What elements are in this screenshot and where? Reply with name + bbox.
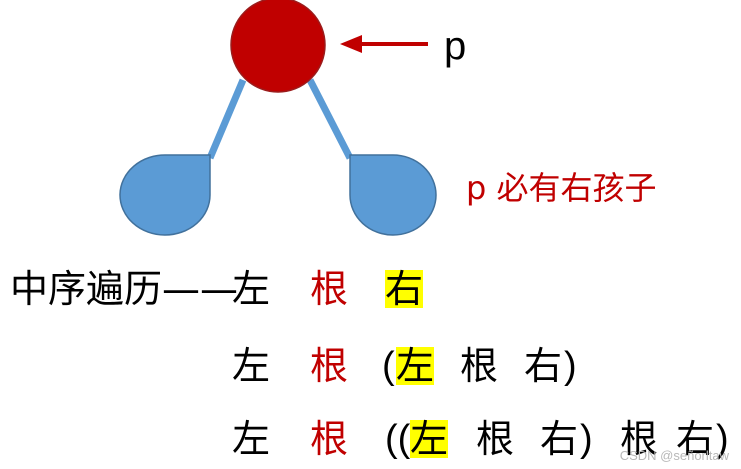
root-node-p (230, 0, 326, 93)
pointer-arrow-head (340, 35, 362, 53)
row2-inner-root: 根 (460, 344, 499, 388)
traversal-title: 中序遍历—— (10, 267, 239, 311)
right-subtree (349, 154, 437, 236)
row3-mid-close-paren: ) (580, 418, 593, 460)
row3-inner-right: 右 (540, 417, 579, 461)
row3-inner-left: 左 (410, 417, 449, 461)
row2-root: 根 (310, 344, 349, 388)
row1-left: 左 (232, 267, 271, 311)
edge-right (306, 78, 354, 160)
row3-left: 左 (232, 417, 271, 461)
right-child-note: p 必有右孩子 (466, 169, 657, 207)
row2-left: 左 (232, 344, 271, 388)
row2-inner-right: 右 (524, 344, 563, 388)
row2-close-paren: ) (564, 345, 577, 387)
row3-outer-right: 右 (676, 417, 715, 461)
row3-outer-root: 根 (620, 417, 659, 461)
left-subtree (119, 154, 211, 236)
row1-root: 根 (310, 267, 349, 311)
row3-root: 根 (310, 417, 349, 461)
csdn-watermark: CSDN @señorltaw (619, 448, 729, 463)
row2-open-paren: ( (382, 345, 395, 387)
row2-inner-left: 左 (396, 344, 435, 388)
pointer-label: p (444, 24, 467, 68)
row3-open-parens: (( (385, 418, 411, 460)
row3-close-paren: ) (716, 418, 729, 460)
row3-inner-root: 根 (476, 417, 515, 461)
edge-left (206, 78, 247, 160)
row1-right: 右 (385, 267, 424, 311)
